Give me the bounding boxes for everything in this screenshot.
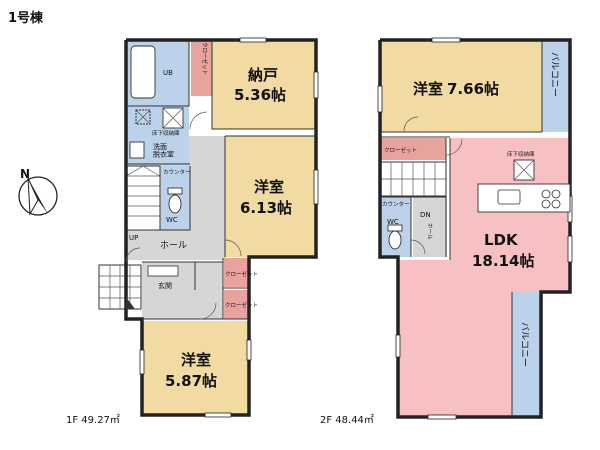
western-room-a-fill <box>225 136 316 257</box>
western-a-size: 6.13帖 <box>240 199 292 217</box>
ldk-name: LDK <box>484 231 519 249</box>
floor1-plan: 納戸 5.36帖 洋室 6.13帖 洋室 5.87帖 UB 洗面脱衣室 床下収納… <box>66 37 319 426</box>
counter-label-2f: カウンター <box>382 200 410 208</box>
floor2-area-label: 2F 48.44㎡ <box>320 414 374 426</box>
storage-room-fill <box>212 40 316 129</box>
floor1-stairs <box>125 165 161 231</box>
closet-2f-fill <box>380 138 446 160</box>
closet-low-fill <box>224 290 248 319</box>
western-7-label-size: 7.66帖 <box>447 80 499 98</box>
north-compass-icon: N <box>18 167 58 216</box>
corridor-fill <box>195 262 223 319</box>
north-label: N <box>20 167 30 181</box>
western-b-name: 洋室 <box>181 351 211 369</box>
counter-label-1f: カウンター <box>163 168 191 176</box>
ldk-size: 18.14帖 <box>472 252 534 270</box>
western-7-label-name: 洋室 <box>413 80 443 98</box>
closet-top-fill <box>191 40 212 96</box>
hall-label: ホール <box>160 240 187 251</box>
balcony-right-label: バルコニー <box>519 322 530 367</box>
balcony-top-label: バルコニー <box>549 52 560 97</box>
building-label: 1号棟 <box>8 10 44 26</box>
western-room-b-fill <box>142 321 249 415</box>
ceiling-fan-icon <box>135 109 151 125</box>
storage-room-name: 納戸 <box>248 66 278 84</box>
entry-door-icon <box>126 297 135 309</box>
western-7-fill <box>380 40 542 132</box>
underfloor-label-2f: 床下収納庫 <box>507 150 535 158</box>
wc2-label: WC <box>387 218 399 226</box>
kitchen-counter <box>477 183 571 213</box>
dn-hall-fill <box>413 197 447 257</box>
storage-room-size: 5.36帖 <box>234 86 286 104</box>
closet-top-label: クローゼット <box>201 42 209 75</box>
wc1-label: WC <box>166 216 178 224</box>
closet-mid-label: クローゼット <box>225 270 258 278</box>
western-b-size: 5.87帖 <box>165 372 217 390</box>
balcony-top-fill <box>542 40 570 132</box>
floor2-plan: 洋室 7.66帖 LDK 18.14帖 クローゼット 床下収納庫 カウンター W… <box>320 37 573 426</box>
washroom-label: 洗面脱衣室 <box>153 142 174 159</box>
bath-label: UB <box>163 69 173 77</box>
floor1-area-label: 1F 49.27㎡ <box>66 414 120 426</box>
underfloor-label-1f: 床下収納庫 <box>152 129 180 137</box>
hall-2f-label: ホール <box>426 223 433 240</box>
closet-mid-fill <box>224 258 248 287</box>
entrance-porch <box>98 264 142 310</box>
up-label: UP <box>129 234 138 242</box>
floor2-stairs <box>379 161 447 197</box>
entrance-label: 玄関 <box>158 281 172 290</box>
western-a-name: 洋室 <box>254 178 284 196</box>
underfloor-storage-icon <box>162 107 184 129</box>
dn-label: DN <box>420 211 431 219</box>
underfloor-storage-icon-2f <box>513 159 535 181</box>
closet-2f-label: クローゼット <box>384 146 417 154</box>
closet-low-label: クローゼット <box>225 301 258 309</box>
balcony-right-fill <box>512 292 541 417</box>
